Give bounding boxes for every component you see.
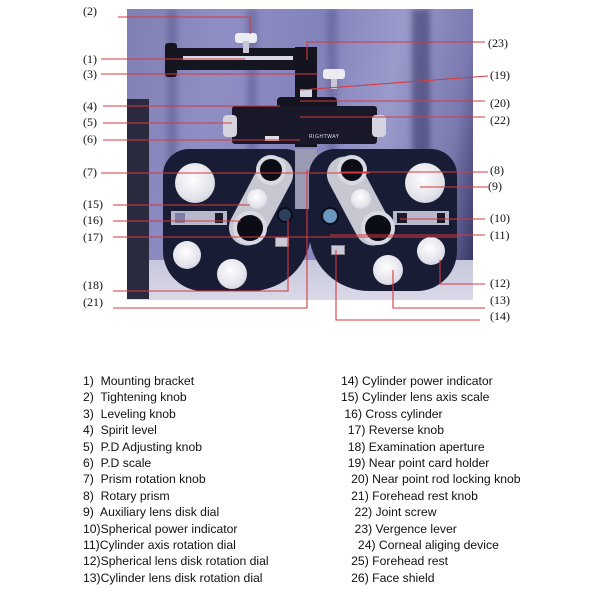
legend-item: 5) P.D Adjusting knob — [83, 439, 203, 454]
callout-11: (11) — [490, 228, 510, 242]
legend-item: 25) Forehead rest — [341, 554, 449, 569]
callout-9: (9) — [488, 179, 502, 193]
cylinder-axis-scale-window — [171, 211, 227, 225]
callout-15: (15) — [83, 197, 103, 211]
callout-20: (20) — [490, 96, 510, 110]
aperture-tag — [331, 245, 345, 255]
tightening-knob — [235, 33, 257, 43]
legend-left-column: 1) Mounting bracket 2) Tightening knob 3… — [83, 373, 269, 586]
callout-8: (8) — [490, 163, 504, 177]
stand-post — [127, 99, 149, 299]
bracket-highlight — [183, 56, 293, 60]
legend-item: 6) P.D scale — [83, 455, 152, 470]
pd-housing — [232, 106, 377, 144]
callout-21: (21) — [83, 295, 103, 309]
callout-16: (16) — [83, 213, 103, 227]
pd-scale — [265, 136, 279, 141]
legend-right-column: 14) Cylinder power indicator 15) Cylinde… — [341, 373, 521, 586]
callout-6: (6) — [83, 132, 97, 146]
legend-item: 4) Spirit level — [83, 423, 157, 438]
cylinder-dial-left — [217, 259, 247, 289]
callout-17: (17) — [83, 230, 103, 244]
legend-item: 19) Near point card holder — [341, 455, 490, 470]
callout-4: (4) — [83, 99, 97, 113]
auxiliary-lens-dial-left — [175, 163, 215, 203]
scale-mark — [175, 213, 185, 223]
cross-cylinder-left — [233, 211, 267, 245]
callout-14: (14) — [490, 309, 510, 323]
legend-item: 18) Examination aperture — [341, 439, 485, 454]
aperture-tag — [275, 237, 289, 247]
legend-item: 3) Leveling knob — [83, 406, 176, 421]
spherical-power-window — [393, 211, 449, 225]
mounting-bracket — [173, 48, 307, 70]
legend-item: 24) Corneal aliging device — [341, 537, 499, 552]
auxiliary-lens-dial-right — [405, 163, 445, 203]
legend-item: 13)Cylinder lens disk rotation dial — [83, 570, 263, 585]
left-lens-housing — [163, 149, 311, 291]
cylinder-power-dial-left — [247, 189, 267, 209]
brand-mark: RIGHTWAY — [309, 134, 340, 140]
near-point-rod-locking-knob — [323, 69, 345, 79]
drape-fold — [167, 9, 177, 269]
legend-item: 8) Rotary prism — [83, 488, 170, 503]
phoropter-photo: RIGHTWAY — [127, 9, 473, 300]
legend-item: 11)Cylinder axis rotation dial — [83, 537, 236, 552]
legend-item: 10)Spherical power indicator — [83, 521, 238, 536]
legend-item: 15) Cylinder lens axis scale — [341, 390, 490, 405]
scale-mark — [397, 213, 407, 223]
examination-aperture-left — [277, 207, 293, 223]
cylinder-dial-right — [373, 255, 403, 285]
callout-13: (13) — [490, 293, 510, 307]
callout-5: (5) — [83, 115, 97, 129]
rotary-prism-left — [256, 155, 286, 185]
cylinder-power-dial-right — [351, 189, 371, 209]
scale-mark — [437, 213, 445, 223]
examination-aperture-right — [321, 207, 339, 225]
legend-item: 21) Forehead rest knob — [341, 488, 478, 503]
legend-item: 2) Tightening knob — [83, 390, 187, 405]
spherical-dial-left — [173, 241, 201, 269]
legend-item: 20) Near point rod locking knob — [341, 472, 521, 487]
legend-item: 14) Cylinder power indicator — [341, 374, 493, 388]
scale-mark — [215, 213, 223, 223]
pd-adjusting-knob-right — [372, 115, 386, 137]
pd-adjusting-knob-left — [223, 115, 237, 137]
legend-item: 9) Auxiliary lens disk dial — [83, 505, 220, 520]
legend-item: 23) Vergence lever — [341, 521, 457, 536]
callout-19: (19) — [490, 68, 510, 82]
tightening-knob-stem — [243, 41, 249, 53]
legend-item: 1) Mounting bracket — [83, 374, 195, 388]
callout-2: (2) — [83, 4, 97, 18]
callout-1: (1) — [83, 52, 97, 66]
legend-item: 16) Cross cylinder — [341, 406, 443, 421]
callout-12: (12) — [490, 276, 510, 290]
callout-22: (22) — [490, 113, 510, 127]
legend-item: 22) Joint screw — [341, 505, 437, 520]
right-lens-housing — [309, 149, 457, 291]
legend-item: 17) Reverse knob — [341, 423, 444, 438]
rotary-prism-right — [337, 155, 367, 185]
callout-7: (7) — [83, 165, 97, 179]
callout-3: (3) — [83, 67, 97, 81]
legend-item: 7) Prism rotation knob — [83, 472, 206, 487]
cylinder-axis-dial-right — [361, 211, 395, 245]
spherical-dial-right — [417, 237, 445, 265]
legend-item: 12)Spherical lens disk rotation dial — [83, 554, 269, 569]
callout-10: (10) — [490, 211, 510, 225]
callout-18: (18) — [83, 278, 103, 292]
legend-item: 26) Face shield — [341, 570, 435, 585]
callout-23: (23) — [488, 36, 508, 50]
